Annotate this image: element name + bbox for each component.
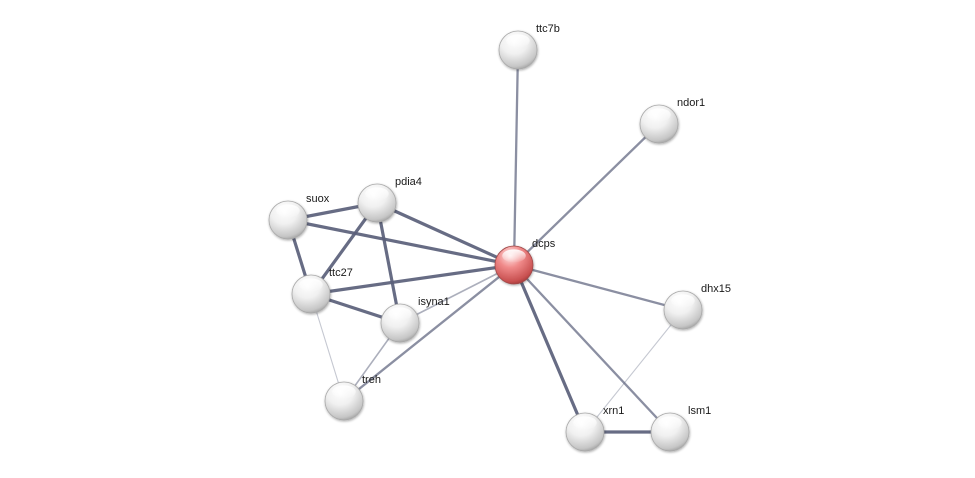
node-label-ndor1: ndor1 xyxy=(677,97,705,109)
node-label-pdia4: pdia4 xyxy=(395,176,422,188)
node-label-xrn1: xrn1 xyxy=(603,405,624,417)
node-treh[interactable]: treh xyxy=(324,374,381,421)
node-ttc27[interactable]: ttc27 xyxy=(291,267,353,314)
node-dhx15[interactable]: dhx15 xyxy=(663,283,731,330)
node-label-suox: suox xyxy=(306,193,330,205)
nodes-layer: dcps ttc7b ndor1 suox pdia4 ttc27 isyna1 treh dh… xyxy=(268,23,731,452)
edge-xrn1-dhx15 xyxy=(584,309,684,433)
node-highlight-dcps xyxy=(502,249,526,263)
node-highlight-dhx15 xyxy=(671,294,695,308)
node-highlight-pdia4 xyxy=(365,187,389,201)
edge-pdia4-isyna1 xyxy=(375,201,402,325)
node-highlight-ndor1 xyxy=(647,108,671,122)
node-highlight-ttc27 xyxy=(299,278,323,292)
node-highlight-ttc7b xyxy=(506,34,530,48)
edge-dcps-suox xyxy=(286,218,516,267)
node-suox[interactable]: suox xyxy=(268,193,330,240)
edge-dcps-ttc7b xyxy=(512,48,520,267)
node-label-ttc27: ttc27 xyxy=(329,267,353,279)
edge-dcps-ndor1 xyxy=(512,122,661,267)
node-label-isyna1: isyna1 xyxy=(418,296,450,308)
node-label-treh: treh xyxy=(362,374,381,386)
node-highlight-treh xyxy=(332,385,356,399)
node-ndor1[interactable]: ndor1 xyxy=(639,97,705,144)
node-xrn1[interactable]: xrn1 xyxy=(565,405,624,452)
node-highlight-suox xyxy=(276,204,300,218)
edge-dcps-ttc27 xyxy=(309,263,516,296)
node-label-lsm1: lsm1 xyxy=(688,405,711,417)
edge-dcps-pdia4 xyxy=(375,201,516,267)
edge-dcps-lsm1 xyxy=(512,263,672,434)
node-pdia4[interactable]: pdia4 xyxy=(357,176,422,223)
node-highlight-xrn1 xyxy=(573,416,597,430)
node-dcps[interactable]: dcps xyxy=(494,238,556,285)
node-highlight-isyna1 xyxy=(388,307,412,321)
node-lsm1[interactable]: lsm1 xyxy=(650,405,711,452)
node-isyna1[interactable]: isyna1 xyxy=(380,296,450,343)
node-label-dhx15: dhx15 xyxy=(701,283,731,295)
node-ttc7b[interactable]: ttc7b xyxy=(498,23,560,70)
edge-dcps-treh xyxy=(342,263,516,403)
node-label-ttc7b: ttc7b xyxy=(536,23,560,35)
node-label-dcps: dcps xyxy=(532,238,556,250)
edge-dcps-xrn1 xyxy=(512,263,587,434)
edge-dcps-isyna1 xyxy=(399,264,515,324)
edges-layer xyxy=(286,48,685,434)
edge-dcps-dhx15 xyxy=(512,263,685,312)
node-highlight-lsm1 xyxy=(658,416,682,430)
